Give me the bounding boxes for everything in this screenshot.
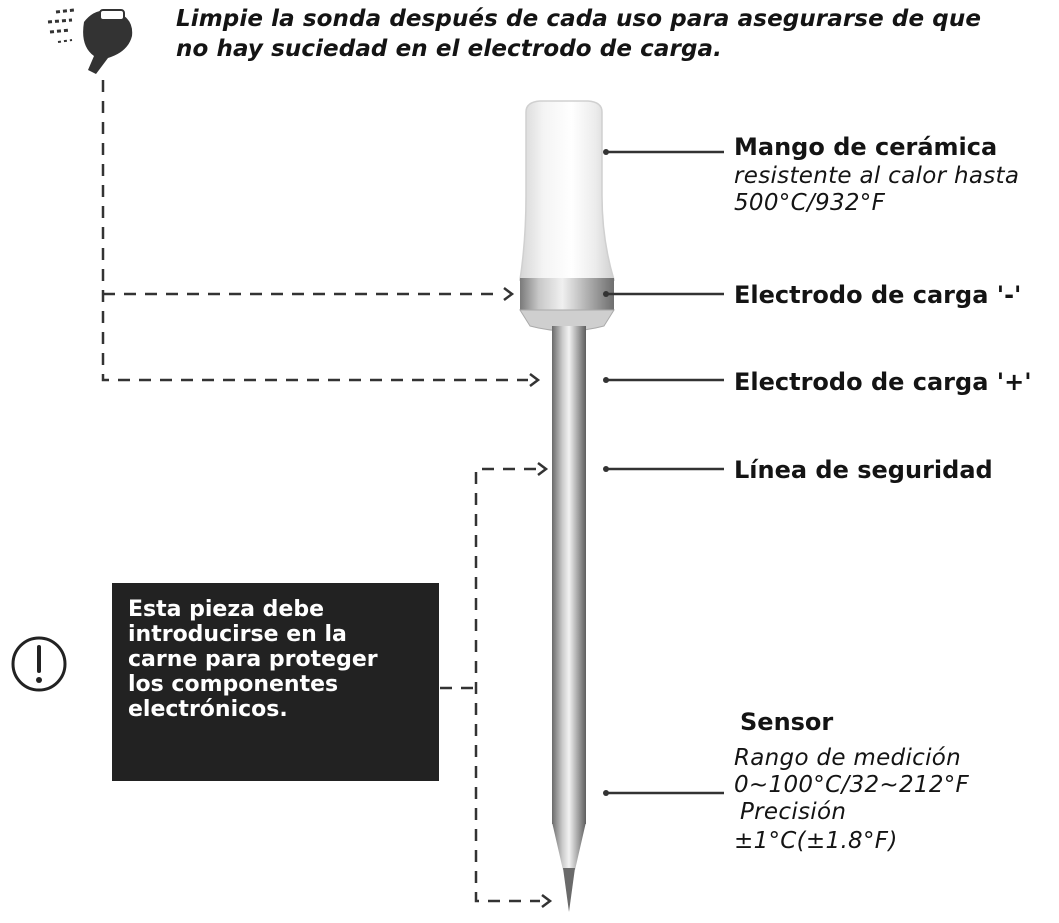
warning-line-1: Esta pieza debe — [128, 597, 325, 622]
exclamation-circle-icon — [11, 636, 67, 692]
cleaning-instruction-line2: no hay suciedad en el electrodo de carga… — [176, 36, 722, 62]
electrode-plus-label: Electrodo de carga '+' — [734, 368, 1032, 396]
dashed-guides — [101, 80, 540, 903]
warning-line-2: introducirse en la — [128, 622, 347, 647]
cleaning-instruction: Limpie la sonda después de cada uso para… — [176, 4, 981, 64]
warning-line-3: carne para proteger — [128, 647, 378, 672]
sensor-title: Sensor — [740, 708, 834, 736]
sensor-desc-4: ±1°C(±1.8°F) — [734, 828, 898, 854]
warning-line-4: los componentes — [128, 672, 339, 697]
sensor-desc-1: Rango de medición — [734, 745, 962, 771]
electrode-minus-label: Electrodo de carga '-' — [734, 281, 1022, 309]
handle-desc-1: resistente al calor hasta — [734, 163, 1020, 189]
warning-box: Esta pieza debe introducirse en la carne… — [112, 583, 439, 781]
handle-desc-2: 500°C/932°F — [734, 190, 886, 216]
guide-arrowheads — [503, 287, 553, 908]
charge-electrode-ring — [519, 278, 615, 332]
leader-lines — [606, 150, 724, 795]
sensor-desc-3: Precisión — [740, 799, 847, 825]
cleaning-instruction-line1: Limpie la sonda después de cada uso para… — [176, 6, 982, 32]
probe-shaft — [552, 326, 586, 912]
warning-line-5: electrónicos. — [128, 697, 288, 722]
dashed-guide-safety — [474, 467, 540, 903]
sensor-desc-2: 0~100°C/32~212°F — [734, 772, 970, 798]
dashed-guide-plus — [101, 80, 528, 382]
ceramic-handle — [519, 100, 616, 281]
leader-dots — [603, 149, 609, 796]
safety-line-label: Línea de seguridad — [734, 456, 993, 484]
hand-wiping-icon — [47, 8, 133, 74]
handle-title: Mango de cerámica — [734, 133, 998, 161]
